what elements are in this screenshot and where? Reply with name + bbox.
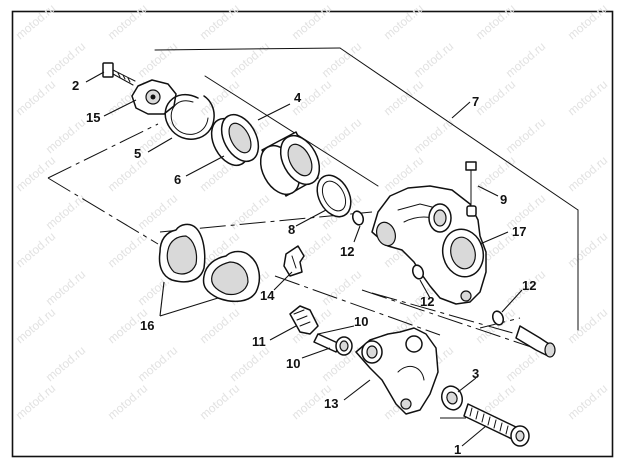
watermark-text: motod.ru: [13, 305, 58, 346]
callout-14: 14: [260, 288, 275, 303]
callout-17: 17: [512, 224, 526, 239]
watermark-text: motod.ru: [135, 115, 180, 156]
callout-12-a: 12: [340, 244, 354, 259]
part-8-seal: [316, 174, 352, 218]
watermark-text: motod.ru: [473, 153, 518, 194]
callout-2: 2: [72, 78, 79, 93]
watermark-text: motod.ru: [43, 115, 88, 156]
callout-labels: 2 15 5 6 4 8 7 9 12 17 12 12 16 14 11 10…: [72, 78, 536, 457]
watermark-text: motod.ru: [565, 1, 610, 42]
callout-12-b: 12: [420, 294, 434, 309]
part-11-spring: [289, 305, 319, 335]
part-10-pin: [313, 333, 353, 356]
part-1-axle-bolt: [463, 403, 530, 447]
assembly-outline-4: [204, 75, 379, 187]
watermark-text: motod.ru: [289, 1, 334, 42]
callout-7: 7: [472, 94, 479, 109]
o-ring-12c: [491, 310, 505, 326]
watermark-text: motod.ru: [197, 77, 242, 118]
part-3-washer: [440, 385, 464, 411]
callout-1: 1: [454, 442, 461, 457]
watermark-text: motod.ru: [13, 77, 58, 118]
watermark-text: motod.ru: [381, 1, 426, 42]
o-ring-12a: [351, 210, 365, 226]
watermark-text: motod.ru: [197, 1, 242, 42]
watermark-text: motod.ru: [13, 381, 58, 422]
watermark-text: motod.ru: [13, 153, 58, 194]
callout-11: 11: [252, 334, 266, 349]
watermark-text: motod.ru: [135, 191, 180, 232]
watermark-text: motod.ru: [197, 305, 242, 346]
watermark-text: motod.ru: [473, 1, 518, 42]
watermark-text: motod.ru: [565, 305, 610, 346]
watermark-text: motod.ru: [105, 381, 150, 422]
callout-12-c: 12: [522, 278, 536, 293]
callout-10-b: 10: [354, 314, 368, 329]
callout-6: 6: [174, 172, 181, 187]
callout-4: 4: [294, 90, 302, 105]
watermark-text: motod.ru: [43, 39, 88, 80]
watermark-text: motod.ru: [227, 39, 272, 80]
callout-15: 15: [86, 110, 100, 125]
part-5-snap-ring: [164, 93, 215, 140]
watermark-text: motod.ru: [135, 39, 180, 80]
watermark-text: motod.ru: [227, 191, 272, 232]
watermark-text: motod.ru: [565, 229, 610, 270]
watermark-text: motod.ru: [43, 267, 88, 308]
watermark-text: motod.ru: [565, 381, 610, 422]
watermark-text: motod.ru: [105, 153, 150, 194]
right-bolt: [515, 325, 556, 358]
callout-13: 13: [324, 396, 338, 411]
watermark-text: motod.ru: [319, 115, 364, 156]
watermark-text: motod.ru: [105, 1, 150, 42]
watermark-text: motod.ru: [565, 77, 610, 118]
part-9-bleeder: [465, 161, 477, 217]
part-13-bracket: [355, 327, 439, 415]
frame-border: [11, 10, 614, 458]
callout-10-a: 10: [286, 356, 300, 371]
watermark-text: motod.ru: [411, 39, 456, 80]
leader-lines: [85, 71, 523, 447]
callout-9: 9: [500, 192, 507, 207]
watermark-text: motod.ru: [227, 343, 272, 384]
callout-8: 8: [288, 222, 295, 237]
part-15-plate: [131, 79, 177, 115]
watermark-text: motod.ru: [473, 77, 518, 118]
o-ring-12b: [411, 264, 425, 280]
watermark-text: motod.ru: [381, 77, 426, 118]
watermark-text: motod.ru: [43, 343, 88, 384]
watermark-text: motod.ru: [43, 191, 88, 232]
part-16-brake-pad-b: [202, 250, 261, 303]
watermark-text: motod.ru: [565, 153, 610, 194]
watermark-text: motod.ru: [197, 381, 242, 422]
piston: [259, 131, 321, 197]
watermark-text: motod.ru: [503, 115, 548, 156]
watermark-text: motod.ru: [13, 1, 58, 42]
watermark-text: motod.ru: [319, 267, 364, 308]
watermark-text: motod.ru: [135, 343, 180, 384]
part-14-clip: [283, 245, 305, 277]
watermark-text: motod.ru: [411, 115, 456, 156]
part-16-brake-pad-a: [158, 223, 206, 283]
part-6-boot: [210, 113, 260, 167]
part-17-caliper-body: [371, 185, 487, 305]
watermark-text: motod.ru: [13, 229, 58, 270]
part-2-bolt: [102, 62, 136, 86]
watermark-text: motod.ru: [503, 39, 548, 80]
callout-16: 16: [140, 318, 154, 333]
assembly-outline-7: [154, 47, 579, 331]
callout-5: 5: [134, 146, 141, 161]
callout-3: 3: [472, 366, 479, 381]
